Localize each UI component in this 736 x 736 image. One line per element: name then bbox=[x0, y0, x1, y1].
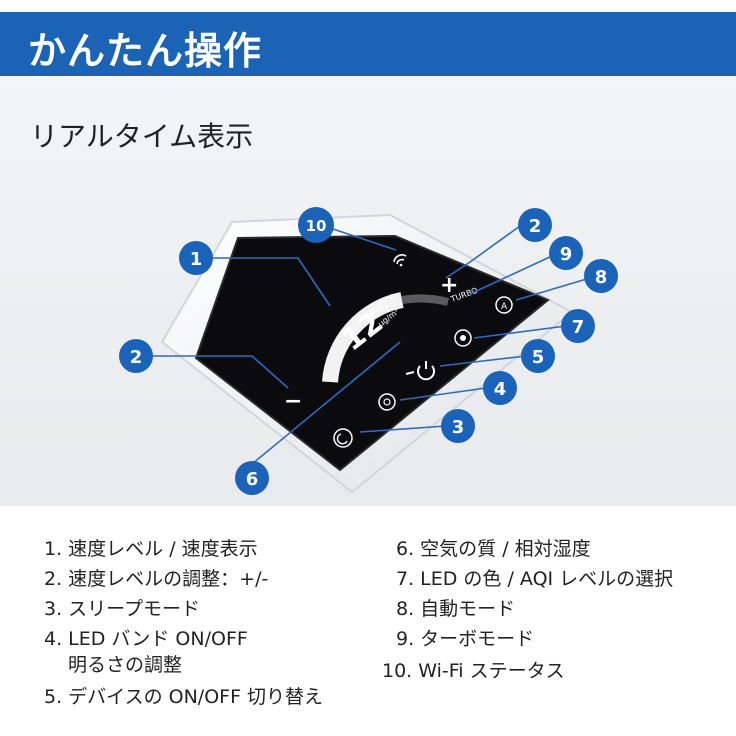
header-banner: かんたん操作 bbox=[0, 12, 736, 76]
svg-text:7: 7 bbox=[572, 317, 585, 338]
auto-mode-icon[interactable]: A bbox=[495, 296, 513, 314]
svg-text:5: 5 bbox=[532, 347, 545, 368]
svg-text:4: 4 bbox=[494, 379, 507, 400]
leader-7 bbox=[473, 325, 567, 339]
callout-4: 4 bbox=[483, 371, 517, 405]
svg-text:1: 1 bbox=[190, 249, 203, 270]
leader-1 bbox=[196, 257, 331, 307]
banner-title: かんたん操作 bbox=[28, 29, 263, 73]
leader-2-right bbox=[445, 225, 521, 279]
callout-10: 10 bbox=[298, 207, 334, 243]
led-color-icon[interactable] bbox=[454, 329, 472, 347]
callout-2-left: 2 bbox=[119, 339, 153, 373]
svg-text:A: A bbox=[501, 302, 508, 312]
svg-text:2: 2 bbox=[130, 347, 143, 368]
svg-text:9: 9 bbox=[560, 244, 573, 265]
leader-9 bbox=[469, 255, 553, 295]
leader-3 bbox=[359, 425, 447, 433]
svg-text:2: 2 bbox=[529, 216, 542, 237]
svg-text:6: 6 bbox=[246, 469, 259, 490]
callout-1: 1 bbox=[179, 241, 213, 275]
leader-10 bbox=[329, 227, 397, 251]
touch-screen bbox=[194, 234, 550, 472]
speed-level-arc bbox=[322, 292, 450, 383]
leader-6 bbox=[251, 341, 401, 465]
callout-5: 5 bbox=[521, 339, 555, 373]
leader-8 bbox=[515, 277, 591, 301]
callout-6: 6 bbox=[235, 461, 269, 495]
leader-2-left bbox=[136, 355, 289, 389]
sleep-mode-icon[interactable] bbox=[333, 428, 353, 448]
section-subtitle: リアルタイム表示 bbox=[30, 120, 254, 153]
callout-3: 3 bbox=[441, 409, 475, 443]
led-band-icon[interactable] bbox=[378, 393, 396, 411]
svg-text:8: 8 bbox=[595, 267, 608, 288]
leader-5 bbox=[439, 355, 527, 367]
svg-text:10: 10 bbox=[306, 217, 327, 235]
callout-9: 9 bbox=[549, 236, 583, 270]
callout-2-right: 2 bbox=[518, 208, 552, 242]
callout-7: 7 bbox=[561, 309, 595, 343]
plus-button[interactable]: + bbox=[440, 273, 458, 298]
callout-8: 8 bbox=[584, 259, 618, 293]
leader-4 bbox=[399, 387, 487, 401]
leader-lines bbox=[136, 225, 591, 465]
minus-button[interactable]: − bbox=[284, 389, 302, 414]
power-button[interactable] bbox=[405, 361, 435, 381]
svg-text:3: 3 bbox=[452, 417, 465, 438]
wifi-icon bbox=[393, 254, 407, 267]
